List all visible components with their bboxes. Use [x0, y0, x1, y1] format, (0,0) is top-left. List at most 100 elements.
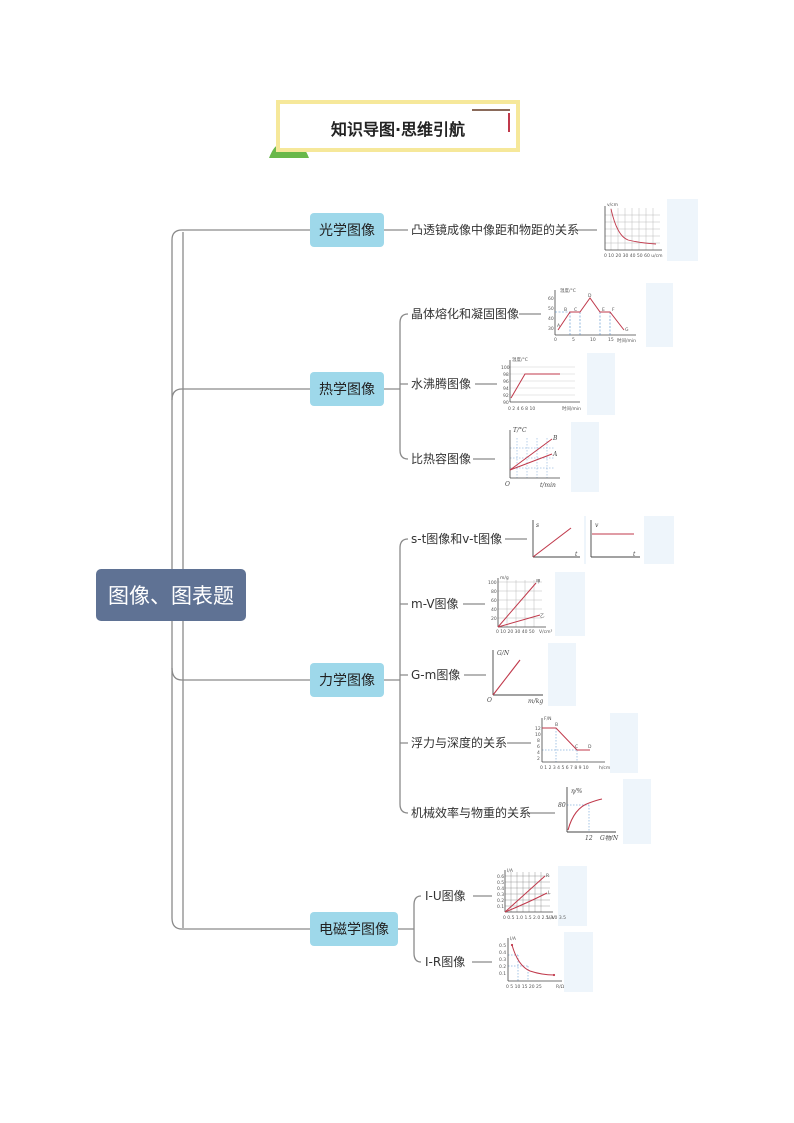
root-to-mech	[171, 667, 310, 681]
topic-i-u[interactable]: I-U图像	[425, 889, 466, 903]
ir-x-ticks: 0 5 10 15 20 25	[506, 984, 542, 990]
mv-y-tick: 80	[491, 589, 497, 595]
boil-x-label: 时间/min	[562, 405, 581, 412]
header: 知识导图·思维引航	[269, 100, 520, 158]
iu-y-tick: 0.3	[497, 892, 504, 898]
category-box	[310, 372, 384, 406]
ir-y-tick: 0.3	[499, 957, 506, 963]
melt-y-tick: 40	[548, 316, 554, 322]
mech-branch	[384, 538, 409, 814]
topic-to-thumb-lines	[463, 229, 597, 963]
buoy-y-tick: 8	[537, 738, 540, 744]
topic-lens-imaging[interactable]: 凸透镜成像中像距和物距的关系	[411, 222, 579, 237]
thumb-ir-chart: I/A R/Ω 0.5 0.4 0.3 0.2 0.1 0 5 10 15 20…	[499, 936, 565, 990]
melt-y-tick: 60	[548, 296, 554, 302]
ir-y-tick: 0.5	[499, 943, 506, 949]
thumb-mv-chart: m/g V/cm³ 甲 乙 100 80 60 40 20 0 10 20 30…	[488, 575, 552, 635]
category-optics[interactable]: 光学图像	[310, 213, 384, 247]
boil-y-tick: 98	[503, 372, 509, 378]
gm-y-label: G/N	[497, 650, 510, 657]
buoy-y-tick: 10	[535, 732, 541, 738]
vt-y-label: v	[595, 522, 599, 529]
ir-y-tick: 0.4	[499, 950, 506, 956]
melt-x-tick: 15	[608, 337, 614, 343]
st-x-label: t	[575, 551, 578, 558]
iu-y-label: I/A	[507, 868, 514, 874]
thumbnail-cards	[485, 199, 667, 992]
boil-y-label: 温度/°C	[512, 356, 528, 363]
iu-x-ticks: 0 0.5 1.0 1.5 2.0 2.5 3.0 3.5	[503, 915, 566, 921]
eff-x-value: 12	[585, 835, 593, 842]
iu-y-tick: 0.2	[497, 898, 504, 904]
boil-x-ticks: 0 2 4 6 8 10	[508, 406, 535, 412]
thumb-iu-chart: I/A U/V R L 0.6 0.5 0.4 0.3 0.2 0.1 0 0.…	[497, 868, 566, 921]
buoy-x-ticks: 0 1 2 3 4 5 6 7 8 9 10	[540, 765, 589, 771]
topic-melting-freezing[interactable]: 晶体熔化和凝固图像	[411, 306, 519, 321]
topic-efficiency-weight[interactable]: 机械效率与物重的关系	[411, 805, 531, 820]
heat-origin: O	[505, 481, 510, 488]
ir-x-label: R/Ω	[556, 984, 565, 990]
connectors	[171, 229, 597, 963]
topic-i-r[interactable]: I-R图像	[425, 955, 465, 969]
ir-y-label: I/A	[510, 936, 517, 942]
st-y-label: s	[536, 522, 539, 529]
mv-y-tick: 60	[491, 598, 497, 604]
topic-boiling[interactable]: 水沸腾图像	[411, 376, 471, 391]
category-box	[310, 912, 398, 946]
buoy-x-label: h/cm	[599, 765, 610, 771]
buoy-y-label: F/N	[544, 716, 551, 722]
category-box	[310, 213, 384, 247]
thumb-melting-chart: 温度/°C 时间/min 60 50 40 30 0 5 10 15 A B C…	[548, 287, 636, 344]
lens-axis-x: 0 10 20 30 40 50 60 u/cm	[604, 253, 662, 259]
thumb-lens-chart: v/cm 0 10 20 30 40 50 60 u/cm	[604, 202, 662, 259]
topic-st-vt[interactable]: s-t图像和v-t图像	[411, 532, 502, 546]
iu-y-tick: 0.6	[497, 874, 504, 880]
mv-line-label: 甲	[536, 579, 541, 585]
melt-point: A	[557, 323, 561, 329]
topic-buoyancy-depth[interactable]: 浮力与深度的关系	[411, 735, 507, 750]
mv-y-tick: 100	[488, 580, 497, 586]
buoy-point: C	[575, 744, 578, 750]
thumb-specific-heat-chart: T/°C t/min O B A	[505, 427, 560, 489]
thumb-efficiency-chart: η/% G物/N 80 12	[558, 787, 619, 842]
melt-x-tick: 0	[554, 337, 557, 343]
topic-labels: 凸透镜成像中像距和物距的关系 晶体熔化和凝固图像 水沸腾图像 比热容图像 s-t…	[411, 222, 579, 969]
melt-point: F	[612, 307, 615, 313]
boil-y-tick: 90	[503, 400, 509, 406]
melt-y-tick: 50	[548, 306, 554, 312]
thumb-st-chart: s t	[532, 520, 580, 558]
melt-point: D	[588, 293, 592, 299]
vt-x-label: t	[633, 551, 636, 558]
buoy-y-tick: 4	[537, 750, 540, 756]
heat-line-label: B	[552, 435, 558, 442]
boil-y-tick: 100	[501, 365, 510, 371]
boil-y-tick: 94	[503, 386, 509, 392]
mv-y-tick: 20	[491, 616, 497, 622]
root-node[interactable]: 图像、图表题	[96, 569, 246, 621]
category-electromagnetism[interactable]: 电磁学图像	[310, 912, 398, 946]
buoy-y-tick: 6	[537, 744, 540, 750]
iu-y-tick: 0.5	[497, 880, 504, 886]
iu-line-label: R	[546, 873, 549, 879]
page-title: 知识导图·思维引航	[331, 120, 465, 139]
topic-specific-heat[interactable]: 比热容图像	[411, 451, 471, 466]
heat-y-label: T/°C	[513, 427, 527, 434]
thumb-gm-chart: G/N m/kg O	[487, 650, 543, 705]
mv-x-label: V/cm³	[539, 629, 552, 635]
mv-y-label: m/g	[500, 575, 509, 581]
topic-g-m[interactable]: G-m图像	[411, 668, 460, 682]
buoy-point: B	[555, 722, 558, 728]
buoy-point: D	[588, 744, 592, 750]
iu-y-tick: 0.1	[497, 904, 504, 910]
melt-y-tick: 30	[548, 326, 554, 332]
category-label: 热学图像	[319, 382, 375, 398]
topic-m-v[interactable]: m-V图像	[411, 597, 459, 611]
thumb-vt-chart: v t	[590, 520, 640, 558]
thumb-buoyancy-chart: F/N h/cm B C D 12 10 8 6 4 2 0 1 2 3 4 5…	[535, 716, 610, 771]
category-mechanics[interactable]: 力学图像	[310, 663, 384, 697]
category-heat[interactable]: 热学图像	[310, 372, 384, 406]
category-box	[310, 663, 384, 697]
melt-x-label: 时间/min	[617, 337, 636, 344]
root-label: 图像、图表题	[108, 584, 234, 608]
